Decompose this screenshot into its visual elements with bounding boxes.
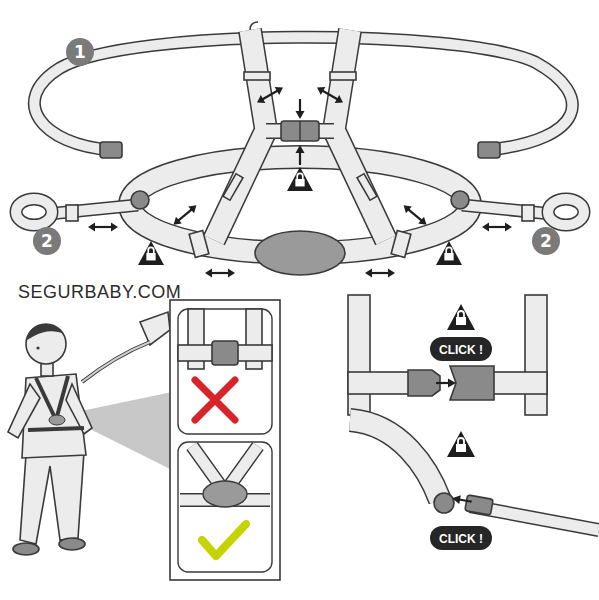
adjust-arrows bbox=[88, 84, 512, 278]
click-badge: CLICK ! bbox=[430, 526, 492, 550]
brand-watermark: SEGURBABY.COM bbox=[18, 281, 181, 303]
leash-strap bbox=[34, 37, 572, 158]
click-text: CLICK ! bbox=[439, 532, 483, 546]
wrist-straps bbox=[16, 191, 584, 225]
callout-number: 2 bbox=[540, 231, 552, 251]
shoulder-straps bbox=[214, 22, 386, 240]
clip-detail bbox=[350, 420, 599, 530]
callout-circles bbox=[33, 38, 560, 255]
lock-warnings bbox=[138, 167, 462, 265]
buckle-detail bbox=[348, 295, 547, 415]
click-text: CLICK ! bbox=[439, 343, 483, 357]
callout-number: 2 bbox=[41, 231, 53, 251]
fit-inset bbox=[170, 300, 280, 580]
callout-number: 1 bbox=[74, 42, 86, 62]
belt-fittings bbox=[189, 231, 411, 275]
child-figure bbox=[8, 312, 172, 555]
click-badge: CLICK ! bbox=[430, 337, 492, 361]
